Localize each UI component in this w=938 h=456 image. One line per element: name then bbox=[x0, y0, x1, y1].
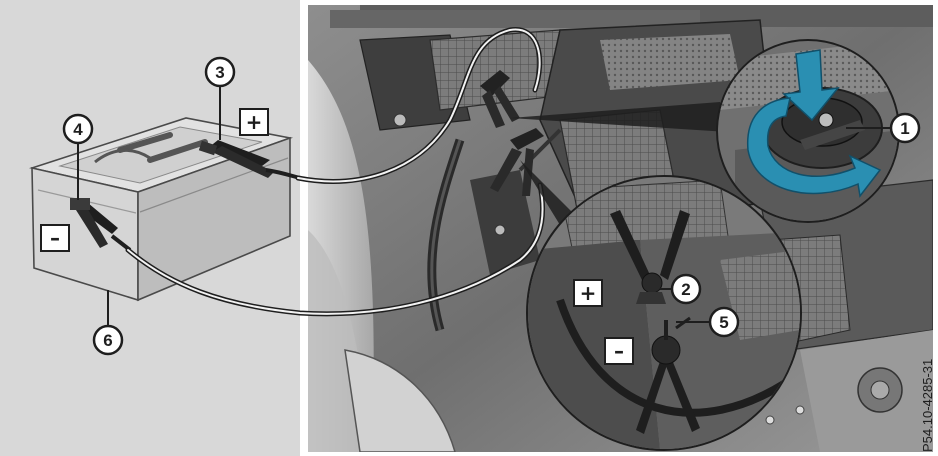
callout-3-label: 3 bbox=[215, 63, 224, 82]
battery-positive-sign-label: + bbox=[246, 110, 263, 134]
detail-circle-terminal-cover bbox=[718, 40, 900, 221]
callout-5: 5 bbox=[710, 308, 738, 336]
vehicle-positive-sign-label: + bbox=[580, 281, 597, 305]
callout-2-label: 2 bbox=[681, 280, 690, 299]
callout-1: 1 bbox=[891, 114, 919, 142]
callout-2: 2 bbox=[672, 275, 700, 303]
detail-circle-jump-points bbox=[528, 177, 800, 449]
battery-negative-sign: – bbox=[41, 225, 69, 251]
callout-1-label: 1 bbox=[900, 119, 909, 138]
vehicle-positive-sign: + bbox=[574, 280, 602, 306]
callout-4-label: 4 bbox=[73, 120, 83, 139]
vehicle-negative-sign-label: – bbox=[614, 339, 624, 363]
vehicle-negative-sign: – bbox=[605, 338, 633, 364]
battery-positive-sign: + bbox=[240, 109, 268, 135]
callout-6-label: 6 bbox=[103, 331, 112, 350]
reference-code: P54.10-4285-31 bbox=[920, 359, 935, 452]
battery-negative-sign-label: – bbox=[50, 226, 60, 250]
panel-divider bbox=[300, 0, 308, 456]
callout-5-label: 5 bbox=[719, 313, 728, 332]
